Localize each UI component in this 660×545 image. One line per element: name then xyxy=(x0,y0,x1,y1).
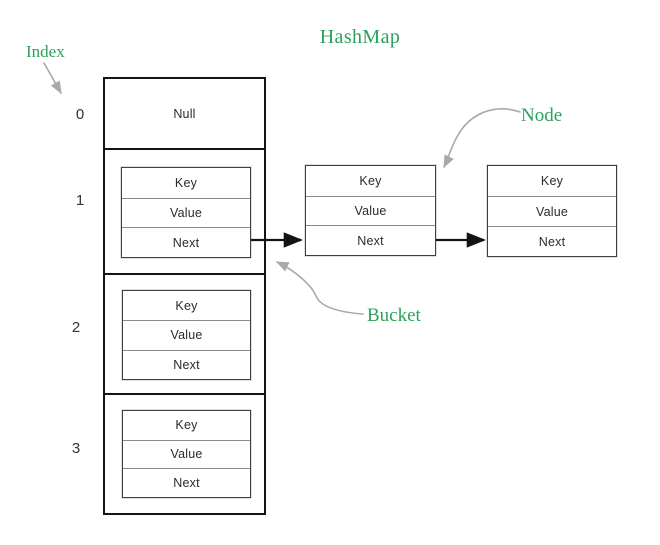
bucket-3-node: Key Value Next xyxy=(122,410,251,498)
index-annotation-label: Index xyxy=(26,42,65,61)
bucket-slot-1 xyxy=(105,148,264,273)
chain-node-2: Key Value Next xyxy=(487,165,617,257)
bucket-pointer-arrow xyxy=(275,261,364,315)
node-row-next: Next xyxy=(122,227,250,257)
node-annotation-label: Node xyxy=(521,105,563,126)
index-pointer-arrow xyxy=(43,62,62,95)
node-row-value: Value xyxy=(123,320,250,349)
node-row-key: Key xyxy=(359,173,382,188)
bucket-array-box: Null xyxy=(103,77,266,515)
bucket-slot-0: Null xyxy=(105,79,264,148)
node-row-next: Next xyxy=(488,226,616,256)
node-row-key: Key xyxy=(175,418,198,433)
node-row-value: Value xyxy=(488,196,616,226)
node-row-value: Value xyxy=(123,439,250,469)
node-row-value: Value xyxy=(122,197,250,228)
node-row-key: Key xyxy=(175,298,198,313)
node-row-value: Value xyxy=(306,195,435,226)
chain-node-1: Key Value Next xyxy=(305,165,436,256)
bucket-slot-3 xyxy=(105,393,264,513)
bucket-index-2: 2 xyxy=(71,319,81,336)
bucket-annotation-label: Bucket xyxy=(367,305,421,326)
node-pointer-arrow xyxy=(443,108,521,169)
bucket-1-node: Key Value Next xyxy=(121,167,251,258)
node-row-key: Key xyxy=(174,175,198,190)
node-row-next: Next xyxy=(306,225,435,255)
node-row-next: Next xyxy=(123,468,250,497)
node-row-next: Next xyxy=(123,349,250,379)
bucket-0-null-value: Null xyxy=(173,106,196,121)
node-row-key: Key xyxy=(540,174,564,188)
bucket-2-node: Key Value Next xyxy=(122,290,251,380)
bucket-index-0: 0 xyxy=(75,106,85,123)
bucket-index-1: 1 xyxy=(75,192,85,209)
diagram-title: HashMap xyxy=(319,26,401,48)
bucket-slot-2 xyxy=(105,273,264,393)
bucket-index-3: 3 xyxy=(71,440,81,457)
